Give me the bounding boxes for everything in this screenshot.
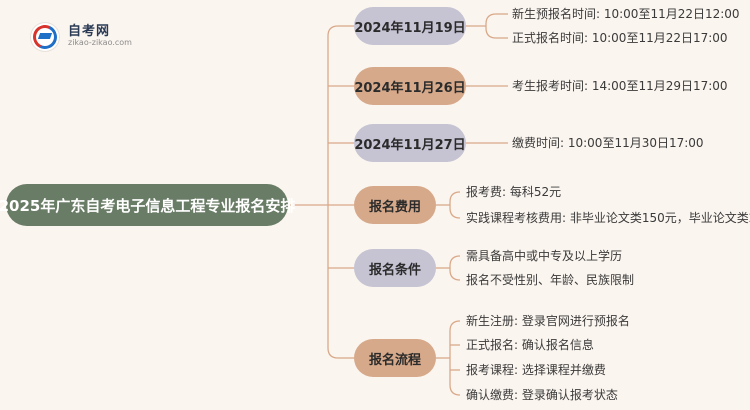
- leaf-no-restriction: 报名不受性别、年龄、民族限制: [466, 273, 635, 287]
- graduation-cap-icon: [29, 21, 61, 53]
- leaf-connector: [449, 255, 461, 281]
- leaf-course-registration: 报考课程: 选择课程并缴费: [466, 363, 606, 377]
- leaf-practical-fee: 实践课程考核费用: 非毕业论文类150元，毕业论文类270元: [466, 211, 750, 225]
- leaf-payment-confirmation: 确认缴费: 登录确认报考状态: [466, 388, 618, 402]
- branch-node-requirements: 报名条件: [354, 249, 436, 287]
- spine-connector: [327, 25, 339, 359]
- logo-url: zikao-zikao.com: [68, 38, 132, 47]
- branch-node-fees: 报名费用: [354, 186, 436, 224]
- leaf-exam-fee: 报考费: 每科52元: [466, 185, 562, 199]
- branch-node-nov19: 2024年11月19日: [354, 7, 466, 45]
- site-logo[interactable]: 自考网 zikao-zikao.com: [29, 20, 140, 53]
- leaf-connector: [449, 320, 461, 396]
- root-node: 2025年广东自考电子信息工程专业报名安排: [0, 184, 295, 226]
- logo-name: 自考网: [68, 24, 111, 39]
- leaf-formal-registration: 正式报名: 确认报名信息: [466, 338, 594, 352]
- branch-node-process: 报名流程: [354, 339, 436, 377]
- leaf-payment-time: 缴费时间: 10:00至11月30日17:00: [512, 136, 704, 150]
- leaf-preregistration-time: 新生预报名时间: 10:00至11月22日12:00: [512, 7, 740, 21]
- leaf-new-student-registration: 新生注册: 登录官网进行预报名: [466, 314, 630, 328]
- branch-node-nov26: 2024年11月26日: [354, 67, 466, 105]
- leaf-connector: [449, 191, 461, 219]
- branch-node-nov27: 2024年11月27日: [354, 124, 466, 162]
- leaf-connector: [485, 13, 497, 39]
- leaf-formal-registration-time: 正式报名时间: 10:00至11月22日17:00: [512, 31, 728, 45]
- leaf-education-requirement: 需具备高中或中专及以上学历: [466, 249, 623, 263]
- leaf-exam-registration-time: 考生报考时间: 14:00至11月29日17:00: [512, 79, 728, 93]
